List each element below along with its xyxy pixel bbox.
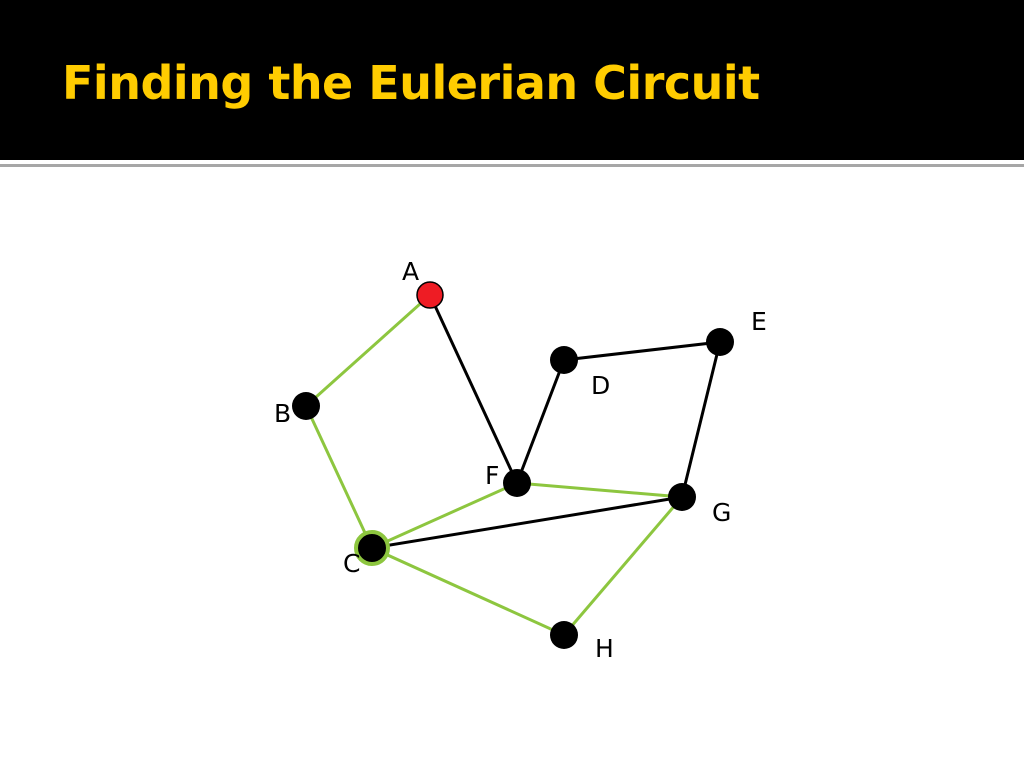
edges-layer (304, 293, 722, 637)
node-label-d: D (591, 371, 610, 400)
labels-layer: A B C D E F G H (274, 257, 767, 663)
edge-a-f (428, 293, 519, 485)
node-a (416, 281, 444, 309)
node-label-e: E (751, 307, 767, 336)
node-e (706, 328, 734, 356)
edge-g-h (562, 495, 684, 637)
node-label-c: C (343, 549, 360, 578)
header-divider-grey (0, 164, 1024, 167)
edge-f-d (515, 358, 566, 485)
node-h (550, 621, 578, 649)
nodes-layer (292, 281, 734, 649)
node-g (668, 483, 696, 511)
slide-title: Finding the Eulerian Circuit (62, 56, 760, 110)
edge-b-c (304, 404, 374, 550)
header-divider-white (0, 160, 1024, 164)
edge-h-c (370, 546, 566, 637)
node-f (503, 469, 531, 497)
node-b (292, 392, 320, 420)
edge-c-f (370, 481, 519, 550)
edge-c-g (370, 495, 684, 550)
node-label-h: H (595, 634, 614, 663)
title-bar: Finding the Eulerian Circuit (0, 0, 1024, 160)
edge-e-g (680, 340, 722, 499)
node-label-a: A (402, 257, 419, 286)
edge-a-b (304, 293, 432, 408)
edge-f-g (515, 481, 684, 499)
node-c-current-ring (354, 530, 390, 566)
node-label-f: F (485, 461, 499, 490)
node-label-g: G (712, 498, 731, 527)
node-d (550, 346, 578, 374)
edge-d-e (562, 340, 722, 362)
node-label-b: B (274, 399, 291, 428)
